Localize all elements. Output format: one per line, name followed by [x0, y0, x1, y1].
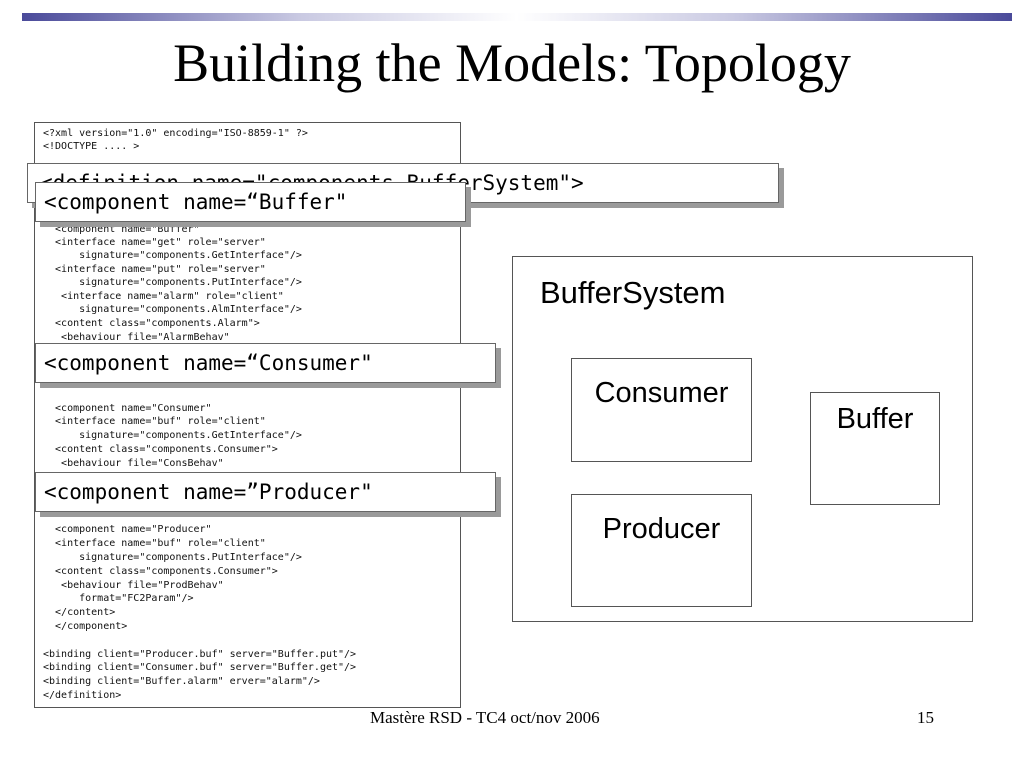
code-line: </definition>: [43, 690, 122, 701]
code-line: </component>: [43, 621, 128, 632]
consumer-label: Consumer: [594, 377, 729, 409]
code-line: <binding client="Buffer.alarm" erver="al…: [43, 676, 320, 687]
code-line: <content class="components.Consumer">: [43, 566, 278, 577]
code-line: signature="components.GetInterface"/>: [43, 430, 302, 441]
code-line: <!DOCTYPE .... >: [43, 141, 140, 152]
code-line: <interface name="get" role="server": [43, 237, 266, 248]
code-line: <?xml version="1.0" encoding="ISO-8859-1…: [43, 128, 308, 139]
consumer-component-callout: <component name=“Consumer": [35, 343, 496, 383]
title-accent-bar: [22, 13, 1012, 21]
system-label: BufferSystem: [540, 275, 726, 310]
code-line: format="FC2Param"/>: [43, 593, 194, 604]
code-line: <binding client="Producer.buf" server="B…: [43, 649, 357, 660]
code-line: signature="components.PutInterface"/>: [43, 277, 302, 288]
code-line: <behaviour file="ConsBehav": [43, 458, 224, 469]
buffer-label: Buffer: [836, 403, 914, 435]
code-line: <interface name="put" role="server": [43, 264, 266, 275]
producer-label: Producer: [602, 513, 721, 545]
producer-component-callout: <component name=”Producer": [35, 472, 496, 512]
code-line: <component name="Producer": [43, 524, 212, 535]
buffer-component-callout: <component name=“Buffer": [35, 182, 466, 222]
code-line: <content class="components.Alarm">: [43, 318, 260, 329]
buffer-system-diagram: BufferSystem Consumer Producer Buffer: [512, 256, 973, 622]
code-line: <interface name="buf" role="client": [43, 416, 266, 427]
consumer-box: Consumer: [571, 358, 752, 462]
code-line: </content>: [43, 607, 116, 618]
code-line: <behaviour file="ProdBehav": [43, 580, 224, 591]
code-line: <component name="Buffer": [43, 224, 200, 235]
footer-text: Mastère RSD - TC4 oct/nov 2006: [370, 708, 600, 727]
producer-box: Producer: [571, 494, 752, 607]
code-line: <interface name="alarm" role="client": [43, 291, 284, 302]
buffer-box: Buffer: [810, 392, 940, 505]
code-line: signature="components.AlmInterface"/>: [43, 304, 302, 315]
code-line: <content class="components.Consumer">: [43, 444, 278, 455]
slide-title: Building the Models: Topology: [173, 33, 851, 93]
code-line: signature="components.GetInterface"/>: [43, 250, 302, 261]
code-line: signature="components.PutInterface"/>: [43, 552, 302, 563]
code-line: <binding client="Consumer.buf" server="B…: [43, 662, 357, 673]
code-line: <behaviour file="AlarmBehav": [43, 332, 230, 343]
page-number: 15: [917, 708, 934, 727]
code-line: <interface name="buf" role="client": [43, 538, 266, 549]
code-line: <component name="Consumer": [43, 403, 212, 414]
